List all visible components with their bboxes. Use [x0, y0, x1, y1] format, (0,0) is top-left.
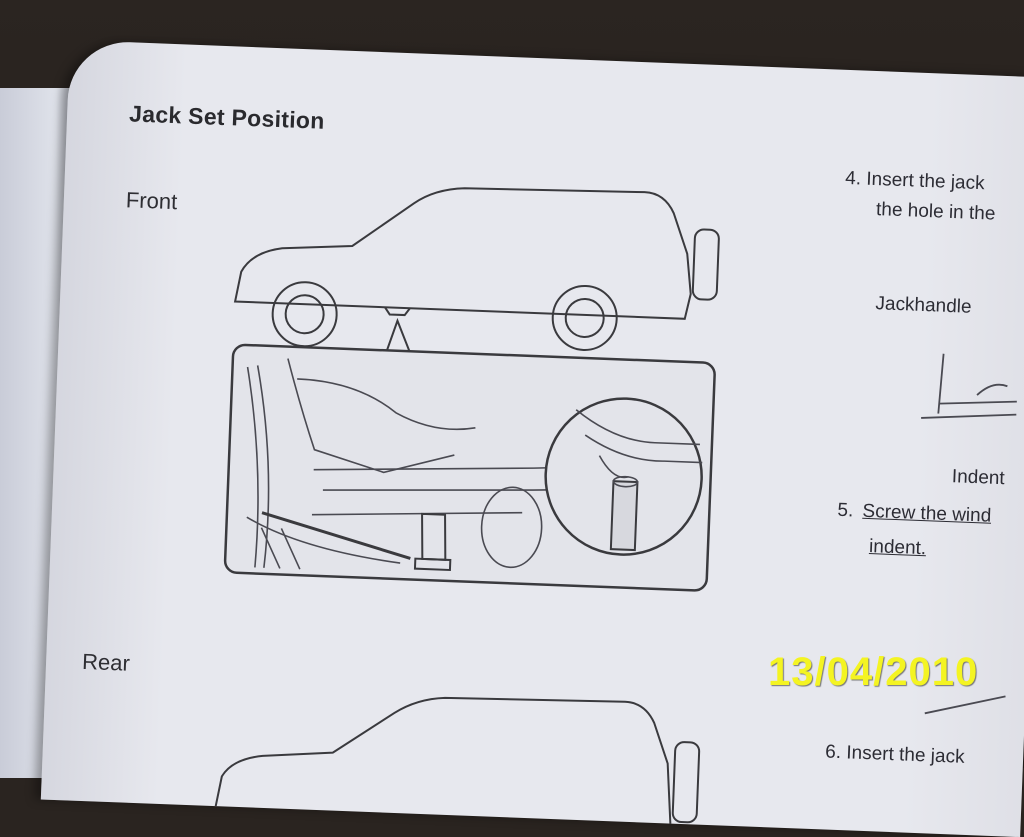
callout-pointer — [385, 317, 412, 354]
front-car-outline — [233, 187, 720, 351]
jack-detail-panel — [223, 343, 716, 592]
step5-number: 5. — [837, 499, 854, 522]
jack-diagram — [214, 187, 720, 824]
photo-date-stamp: 13/04/2010 — [768, 650, 979, 694]
manual-page: Jack Set Position Front Rear — [40, 40, 1024, 837]
step5-line2: indent. — [868, 536, 927, 560]
indent-label: Indent — [951, 466, 1006, 490]
jack-stand — [261, 511, 452, 572]
jackhandle-sketch — [921, 353, 1017, 715]
